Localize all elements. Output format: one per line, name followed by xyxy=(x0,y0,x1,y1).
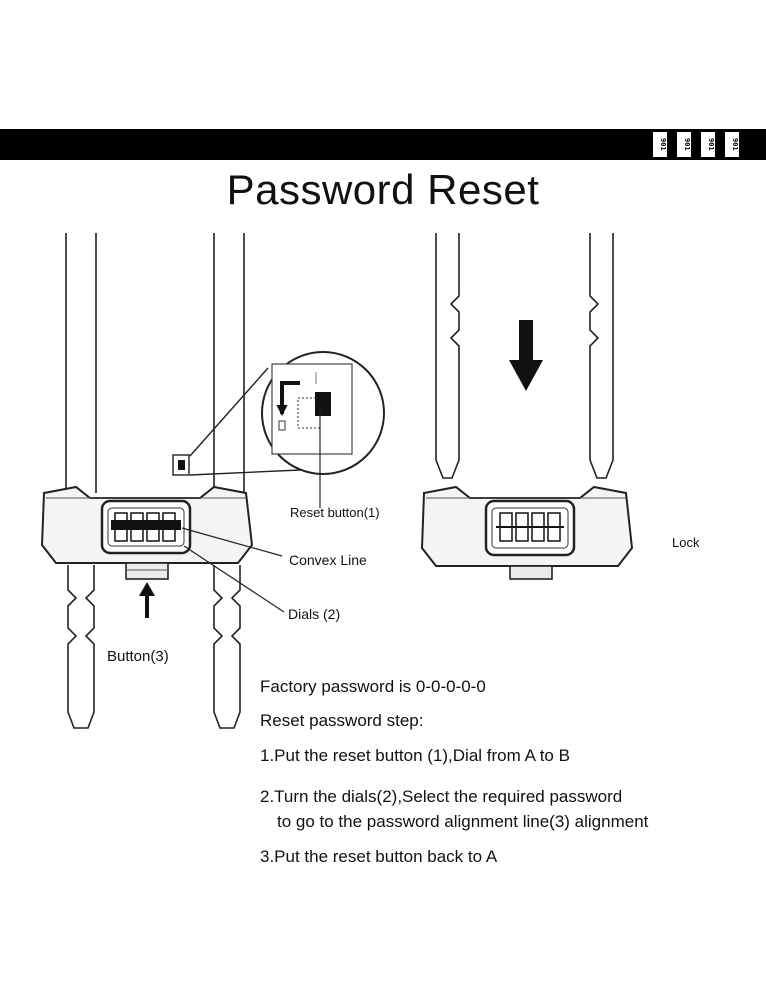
down-arrow-icon xyxy=(509,320,543,391)
pointer-lines xyxy=(181,527,285,613)
step-1: 1.Put the reset button (1),Dial from A t… xyxy=(260,746,570,765)
left-lock-body xyxy=(40,454,254,580)
left-shackle-lower xyxy=(67,565,241,729)
up-arrow-icon xyxy=(139,582,155,618)
digit-block: 901 xyxy=(652,131,668,158)
digit-block: 901 xyxy=(676,131,692,158)
header-bar xyxy=(0,129,766,160)
convex-line-label: Convex Line xyxy=(289,552,367,568)
reset-button-label: Reset button(1) xyxy=(290,505,380,520)
digit-block: 901 xyxy=(724,131,740,158)
left-shackle-upper xyxy=(65,233,245,493)
reset-zoom-circle xyxy=(189,351,385,508)
step-3: 3.Put the reset button back to A xyxy=(260,847,498,866)
step-2-line-2: to go to the password alignment line(3) … xyxy=(277,812,649,831)
factory-password-text: Factory password is 0-0-0-0-0 xyxy=(260,677,486,696)
dials-label: Dials (2) xyxy=(288,606,341,622)
digit-block: 901 xyxy=(700,131,716,158)
lock-label: Lock xyxy=(672,535,700,550)
page-title: Password Reset xyxy=(226,166,540,213)
right-shackle xyxy=(435,233,614,479)
step-2-line-1: 2.Turn the dials(2),Select the required … xyxy=(260,787,623,806)
button-label: Button(3) xyxy=(107,648,169,665)
reset-steps-heading: Reset password step: xyxy=(260,711,424,730)
right-lock-body xyxy=(420,485,634,580)
